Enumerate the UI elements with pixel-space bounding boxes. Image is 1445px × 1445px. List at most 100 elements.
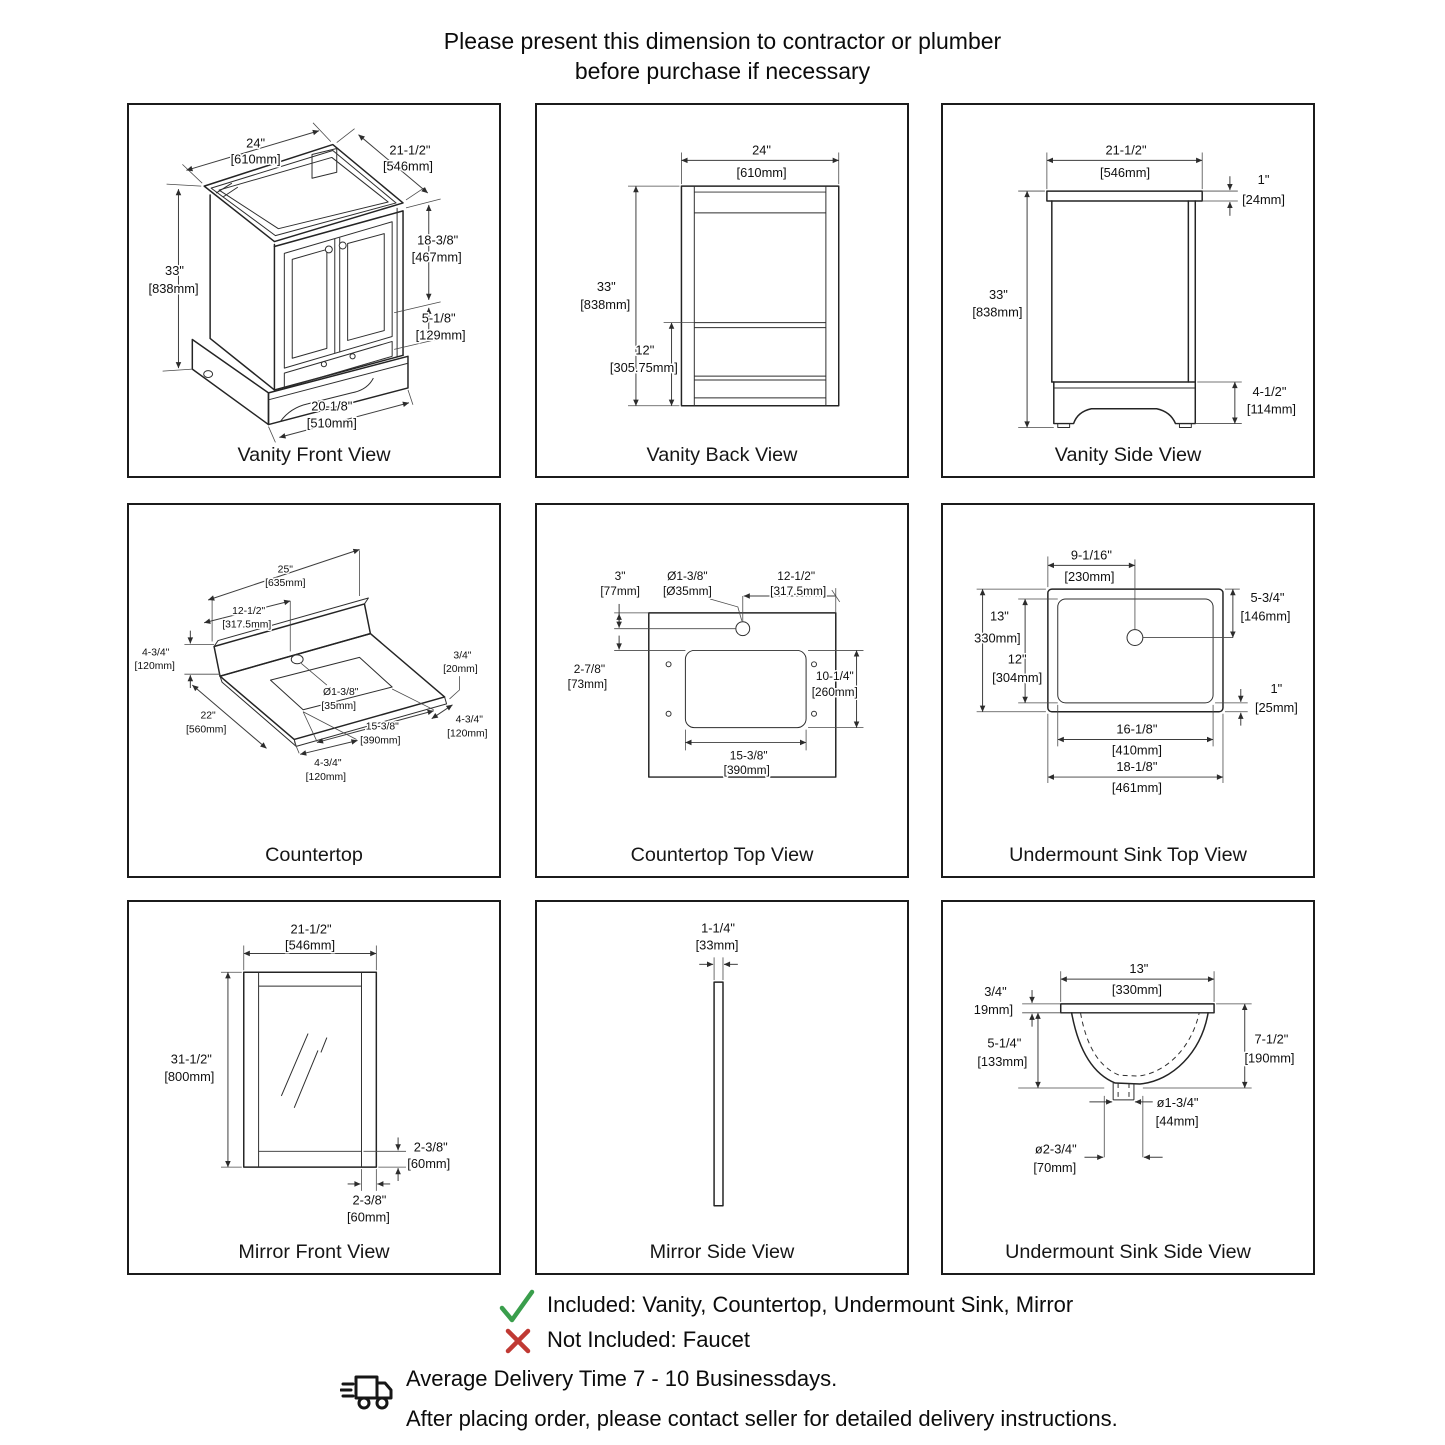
dim-label: ø2-3/4" bbox=[1035, 1141, 1077, 1156]
dim-label: [800mm] bbox=[164, 1069, 214, 1084]
dim-label: 3/4" bbox=[984, 984, 1007, 999]
dim-label: [146mm] bbox=[1240, 609, 1290, 624]
panel-mirror-side-view: 1-1/4" [33mm] Mirror Side View bbox=[535, 900, 909, 1275]
dim-label: [190mm] bbox=[1244, 1050, 1294, 1065]
dim-label: 3" bbox=[615, 569, 626, 583]
vanity-side-view-drawing: 21-1/2" [546mm] 1" [24mm] 33" [838mm] 4-… bbox=[971, 141, 1298, 466]
panel-title: Vanity Side View bbox=[1055, 444, 1202, 466]
dim-label: Ø1-3/8" bbox=[323, 687, 359, 698]
dim-label: [20mm] bbox=[443, 664, 478, 675]
dim-label: 33" bbox=[989, 287, 1008, 302]
panel-vanity-side-view: 21-1/2" [546mm] 1" [24mm] 33" [838mm] 4-… bbox=[941, 103, 1315, 478]
dim-label: 31-1/2" bbox=[171, 1051, 212, 1066]
countertop-top-view-drawing: 3" [77mm] Ø1-3/8" [Ø35mm] 12-1/2" [317.5… bbox=[566, 568, 864, 866]
vanity-front-view-drawing: 24" [610mm] 21-1/2" [546mm] 33" [838mm] … bbox=[147, 122, 467, 466]
dim-label: 4-3/4" bbox=[142, 647, 170, 658]
dim-label: 21-1/2" bbox=[1106, 142, 1147, 157]
dim-label: 12-1/2" bbox=[232, 606, 265, 617]
dim-label: 15-3/8" bbox=[730, 748, 768, 762]
dim-label: [44mm] bbox=[1156, 1114, 1199, 1129]
panel-title: Undermount Sink Top View bbox=[1009, 844, 1247, 866]
header-line-1: Please present this dimension to contrac… bbox=[443, 28, 1002, 54]
dim-label: [73mm] bbox=[568, 677, 608, 691]
vanity-back-view-drawing: 24" [610mm] 33" [838mm] 12" [305.75mm] V… bbox=[579, 141, 840, 466]
panel-undermount-sink-top-view: 9-1/16" [230mm] 13" 330mm] 12" [304mm] 5… bbox=[941, 503, 1315, 878]
dim-label: [70mm] bbox=[1033, 1160, 1076, 1175]
dim-label: [230mm] bbox=[1064, 569, 1114, 584]
panel-vanity-back-view: 24" [610mm] 33" [838mm] 12" [305.75mm] V… bbox=[535, 103, 909, 478]
dim-label: 24" bbox=[752, 142, 771, 157]
dim-label: [390mm] bbox=[724, 763, 770, 777]
dim-label: [305.75mm] bbox=[610, 360, 678, 375]
dim-label: 18-3/8" bbox=[417, 232, 458, 247]
dim-label: [838mm] bbox=[580, 297, 630, 312]
dim-label: [560mm] bbox=[186, 725, 226, 736]
countertop-drawing: 25" [635mm] 12-1/2" [317.5mm] 4-3/4" [12… bbox=[133, 548, 489, 866]
dim-label: [120mm] bbox=[447, 729, 487, 740]
dim-label: [33mm] bbox=[696, 937, 739, 952]
dim-label: [129mm] bbox=[416, 327, 466, 342]
panel-title: Undermount Sink Side View bbox=[1005, 1241, 1251, 1263]
dim-label: [35mm] bbox=[321, 701, 356, 712]
header-line-2: before purchase if necessary bbox=[574, 58, 871, 84]
dim-label: [635mm] bbox=[265, 578, 305, 589]
dim-label: [24mm] bbox=[1242, 192, 1285, 207]
dim-label: ø1-3/4" bbox=[1157, 1095, 1199, 1110]
panel-title: Mirror Side View bbox=[650, 1241, 795, 1263]
dim-label: 5-1/8" bbox=[422, 311, 456, 326]
dim-label: [390mm] bbox=[360, 735, 400, 746]
dim-label: [317.5mm] bbox=[222, 620, 271, 631]
dim-label: 1" bbox=[1258, 172, 1270, 187]
dim-label: [60mm] bbox=[407, 1156, 450, 1171]
dim-label: 15-3/8" bbox=[366, 722, 399, 733]
delivery-instructions-text: After placing order, please contact sell… bbox=[406, 1406, 1118, 1431]
check-icon bbox=[498, 1288, 536, 1329]
dim-label: [Ø35mm] bbox=[663, 584, 712, 598]
dim-label: [25mm] bbox=[1255, 700, 1298, 715]
dim-label: [461mm] bbox=[1112, 780, 1162, 795]
panel-countertop: 25" [635mm] 12-1/2" [317.5mm] 4-3/4" [12… bbox=[127, 503, 501, 878]
dim-label: 33" bbox=[165, 263, 184, 278]
dim-label: 1-1/4" bbox=[701, 921, 735, 936]
dim-label: 13" bbox=[990, 609, 1009, 624]
dim-label: 16-1/8" bbox=[1116, 722, 1157, 737]
dim-label: [114mm] bbox=[1247, 402, 1296, 417]
dim-label: [304mm] bbox=[992, 670, 1042, 685]
dim-label: 2-3/8" bbox=[414, 1139, 448, 1154]
dim-label: [60mm] bbox=[347, 1210, 390, 1225]
dim-label: 1" bbox=[1271, 681, 1283, 696]
dim-label: [133mm] bbox=[977, 1054, 1027, 1069]
dim-label: 10-1/4" bbox=[816, 669, 854, 683]
panel-undermount-sink-side-view: 3/4" 19mm] 13" [330mm] 5-1/4" [133mm] 7-… bbox=[941, 900, 1315, 1275]
dim-label: [546mm] bbox=[383, 158, 433, 173]
dim-label: [467mm] bbox=[412, 249, 462, 264]
dim-label: 24" bbox=[246, 136, 265, 151]
dim-label: 13" bbox=[1129, 961, 1148, 976]
delivery-time-text: Average Delivery Time 7 - 10 Businessday… bbox=[406, 1366, 838, 1391]
panel-title: Countertop bbox=[265, 844, 363, 866]
dim-label: [510mm] bbox=[307, 416, 357, 431]
dim-label: [317.5mm] bbox=[770, 584, 826, 598]
dim-label: 21-1/2" bbox=[291, 922, 332, 937]
dim-label: [610mm] bbox=[737, 165, 787, 180]
dim-label: 3/4" bbox=[453, 650, 471, 661]
dim-label: 4-3/4" bbox=[314, 758, 342, 769]
dim-label: [610mm] bbox=[231, 151, 281, 166]
dim-label: [330mm] bbox=[1112, 982, 1162, 997]
mirror-front-view-drawing: 21-1/2" [546mm] 31-1/2" [800mm] 2-3/8" [… bbox=[163, 920, 452, 1263]
not-included-text: Not Included: Faucet bbox=[547, 1327, 751, 1352]
dim-label: [546mm] bbox=[1100, 165, 1150, 180]
x-icon bbox=[503, 1326, 533, 1361]
dim-label: 21-1/2" bbox=[389, 142, 430, 157]
dim-label: 5-1/4" bbox=[987, 1035, 1021, 1050]
dim-label: 19mm] bbox=[974, 1002, 1013, 1017]
dim-label: 12" bbox=[1008, 651, 1027, 666]
dim-label: 2-3/8" bbox=[352, 1193, 386, 1208]
dim-label: 7-1/2" bbox=[1255, 1031, 1289, 1046]
mirror-side-view-drawing: 1-1/4" [33mm] Mirror Side View bbox=[650, 919, 795, 1263]
panel-title: Vanity Front View bbox=[237, 444, 391, 466]
panel-mirror-front-view: 21-1/2" [546mm] 31-1/2" [800mm] 2-3/8" [… bbox=[127, 900, 501, 1275]
dim-label: 20-1/8" bbox=[311, 399, 352, 414]
dim-label: 12-1/2" bbox=[777, 569, 815, 583]
